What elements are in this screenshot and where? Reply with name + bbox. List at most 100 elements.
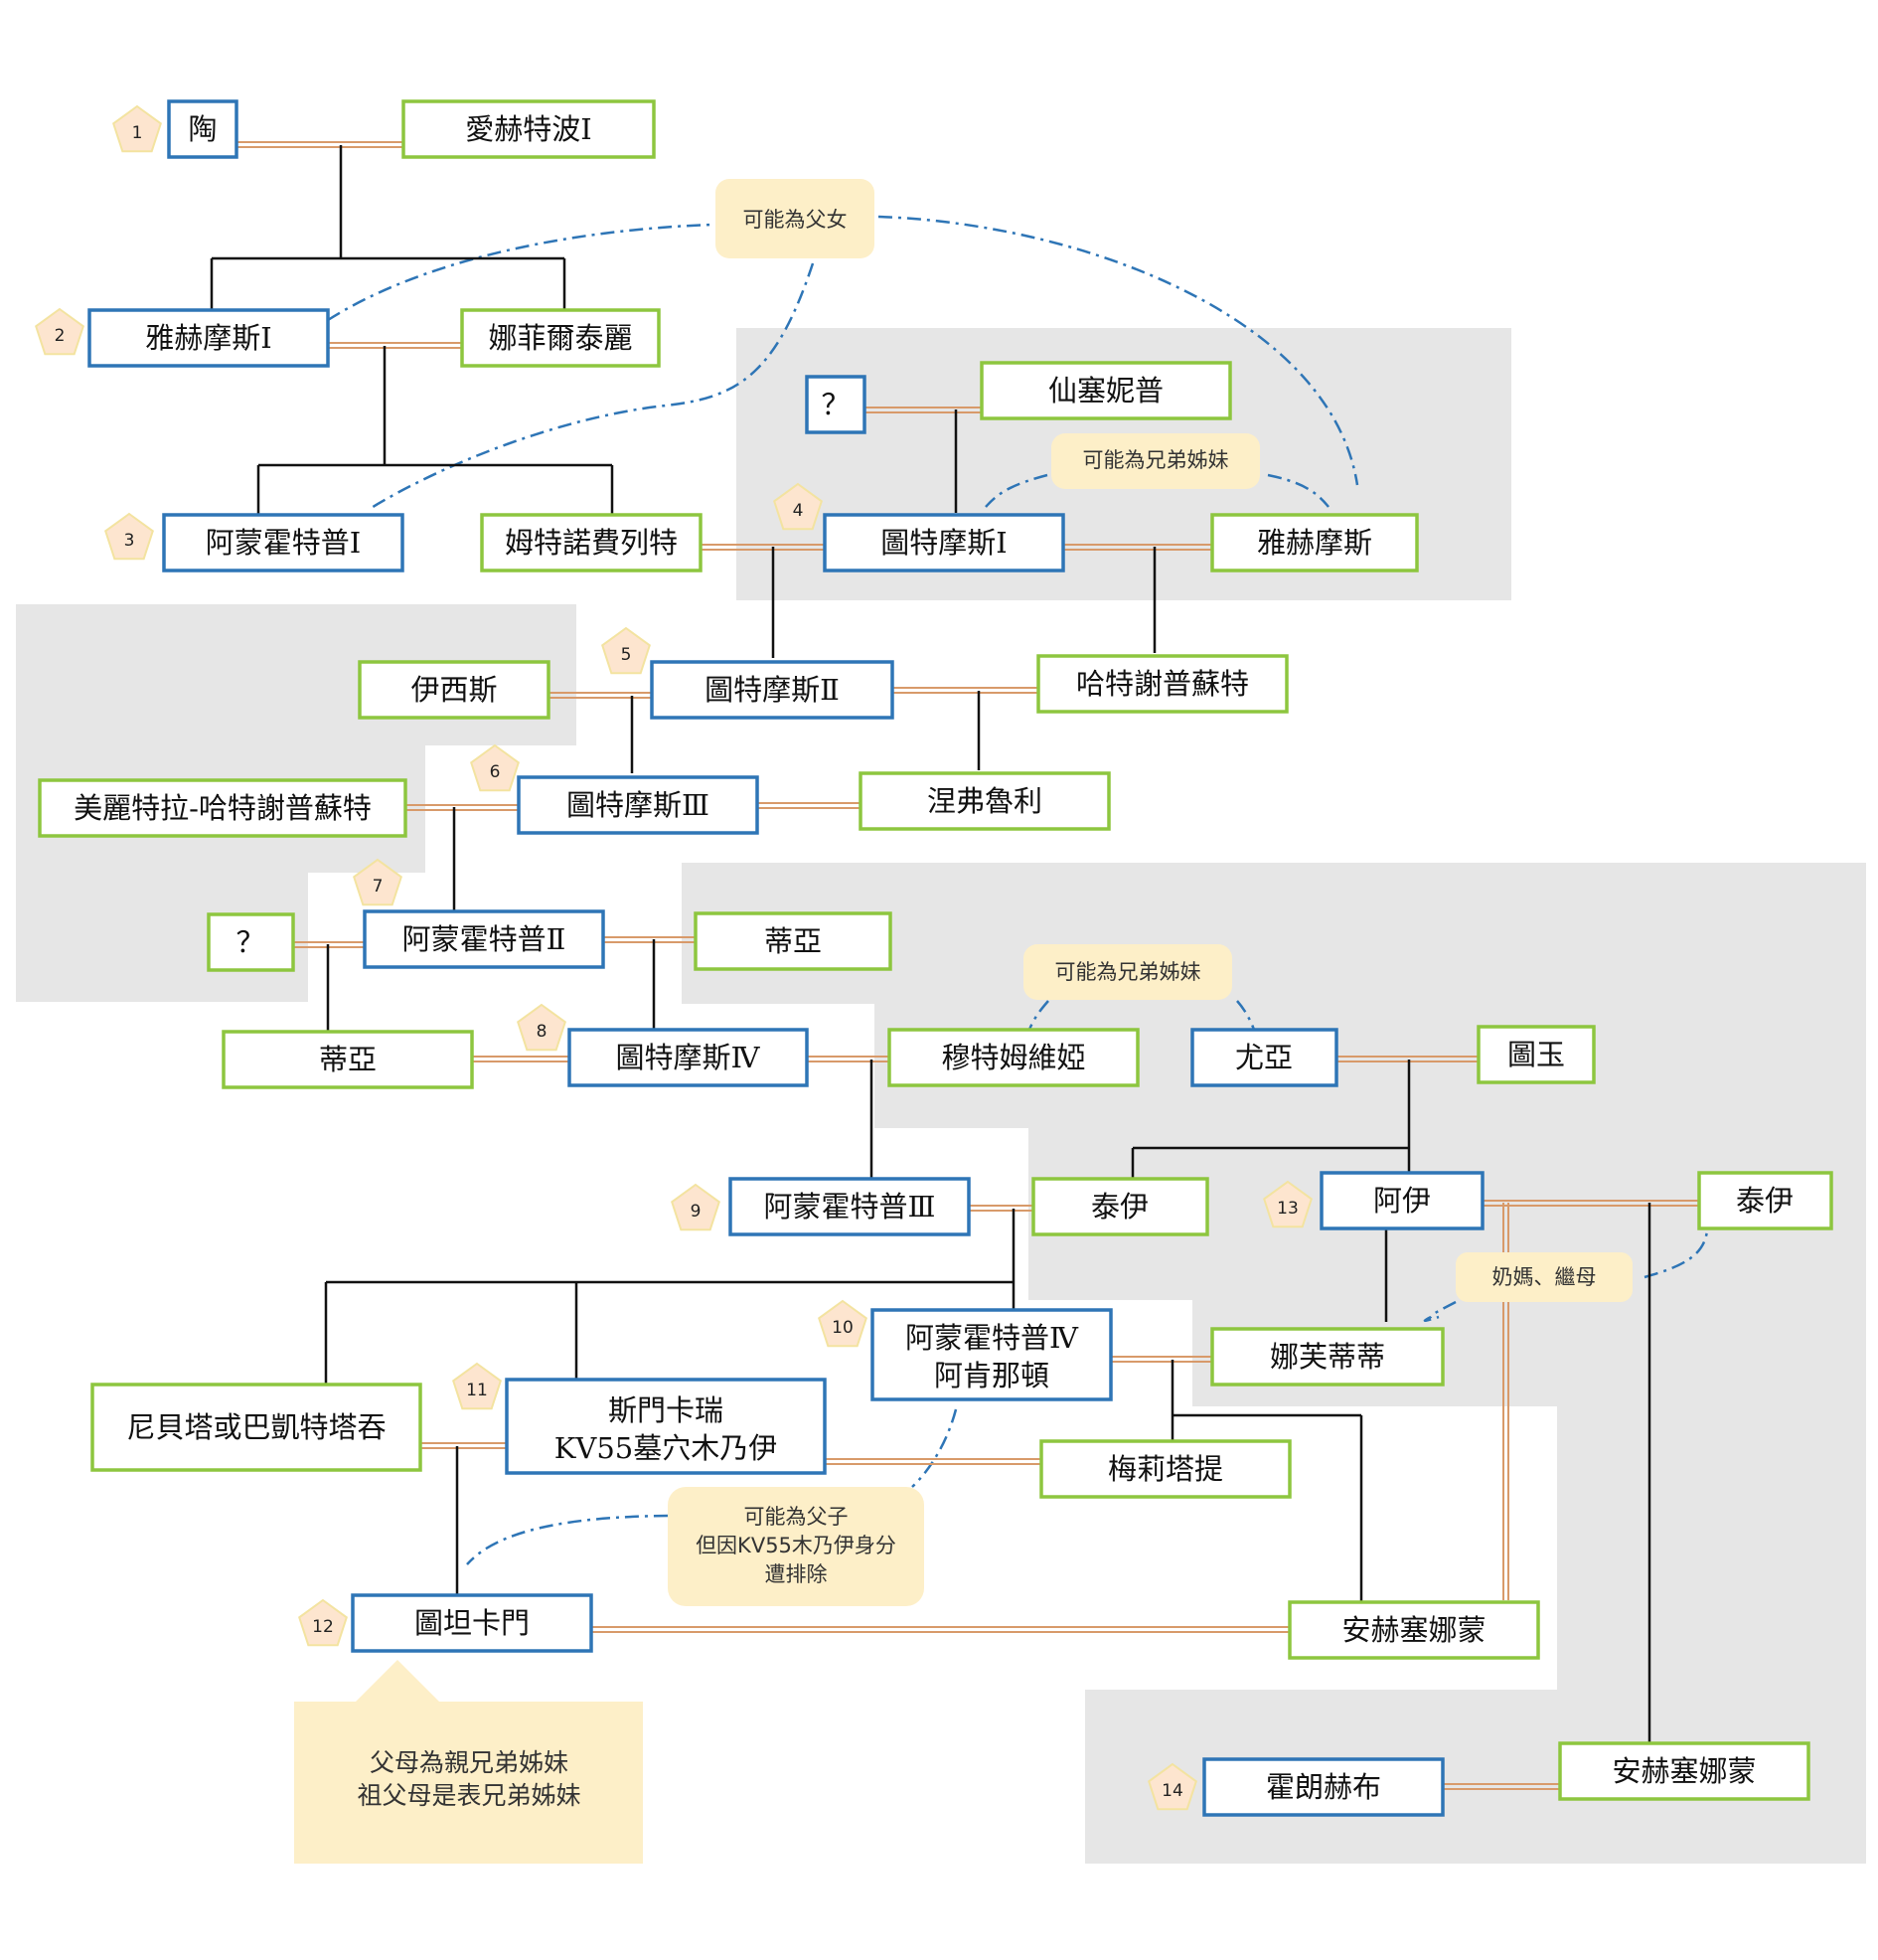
marriage-tiaa2-thutmose4 (472, 1056, 569, 1062)
badge-number: 2 (55, 326, 66, 346)
note-father-daughter-text: 可能為父女 (743, 208, 848, 232)
badge-number: 5 (621, 645, 632, 665)
marriage-horemheb-mutnodjmet (1443, 1783, 1560, 1790)
note-father-son-line3: 遭排除 (765, 1562, 828, 1586)
badge-5: 5 (601, 626, 651, 675)
marriage-tutankhamun-ankhesenamun (591, 1626, 1290, 1633)
marriage-unknown1-seniseneb (864, 407, 982, 413)
person-unknown1-name: ？ (821, 388, 850, 421)
person-tao-name: 陶 (188, 112, 217, 146)
person-ahmose1-name: 雅赫摩斯Ⅰ (145, 321, 271, 355)
descent-gen2 (256, 346, 614, 515)
badge-pentagon (35, 307, 84, 356)
person-hatshepsut-name: 哈特謝普蘇特 (1076, 667, 1249, 701)
person-seniseneb: 仙塞妮普 (980, 361, 1232, 420)
person-ahhotep1-name: 愛赫特波Ⅰ (465, 112, 591, 146)
badge-10: 10 (818, 1299, 867, 1348)
badge-14: 14 (1148, 1762, 1197, 1811)
marriage-amenhotep3-tiye (969, 1205, 1033, 1212)
person-unknown1: ？ (805, 375, 866, 434)
person-thutmose2: 圖特摩斯Ⅱ (650, 660, 894, 720)
person-horemheb: 霍朗赫布 (1202, 1757, 1445, 1817)
descent-tiye (324, 1209, 1016, 1385)
marriage-thutmose2-hatshepsut (892, 687, 1038, 694)
note-siblings-b-text: 可能為兄弟姊妹 (1055, 960, 1201, 984)
badge-number: 14 (1162, 1781, 1183, 1801)
person-mutnodjmet-name: 安赫塞娜蒙 (1612, 1754, 1756, 1788)
person-mutemwiya: 穆特姆維婭 (887, 1028, 1140, 1087)
link-note-amenhotep1 (369, 262, 815, 511)
person-nefertiti: 娜芙蒂蒂 (1210, 1327, 1445, 1387)
person-smenkhkare: 斯門卡瑞 KV55墓穴木乃伊 (505, 1378, 827, 1475)
person-tiaa2: 蒂亞 (222, 1030, 474, 1089)
descent-lines (210, 145, 1651, 1743)
person-amenhotep3-name: 阿蒙霍特普Ⅲ (764, 1190, 936, 1224)
badge-12: 12 (298, 1598, 348, 1647)
note-siblings-a: 可能為兄弟姊妹 (1051, 433, 1260, 489)
marriage-yuya-tjuyu (1336, 1056, 1479, 1062)
link-note-ahmose (877, 215, 1359, 486)
person-ahmose: 雅赫摩斯 (1210, 513, 1419, 572)
person-thutmose1: 圖特摩斯Ⅰ (823, 513, 1065, 572)
badge-pentagon (353, 858, 402, 906)
marriage-meritre-thutmose3 (405, 804, 519, 811)
note-tut-parents: 父母為親兄弟姊妹 祖父母是表兄弟姊妹 (294, 1660, 643, 1864)
person-ahmose-name: 雅赫摩斯 (1257, 526, 1372, 560)
badge-pentagon (818, 1299, 867, 1348)
badge-number: 13 (1277, 1199, 1299, 1219)
person-hatshepsut: 哈特謝普蘇特 (1036, 654, 1289, 714)
person-smenkhkare-name-1: 斯門卡瑞 (608, 1393, 723, 1427)
marriage-ahmose1-nefertari (328, 342, 462, 349)
person-seniseneb-name: 仙塞妮普 (1048, 374, 1164, 408)
person-meritaten-name: 梅莉塔提 (1108, 1452, 1223, 1486)
badge-number: 12 (312, 1617, 334, 1637)
note-tut-parents-line2: 祖父母是表兄弟姊妹 (357, 1781, 580, 1810)
person-horemheb-name: 霍朗赫布 (1266, 1770, 1381, 1804)
descent-nefertiti (1171, 1360, 1363, 1602)
badge-number: 11 (466, 1381, 488, 1400)
person-meritaten: 梅莉塔提 (1039, 1439, 1292, 1499)
badge-9: 9 (671, 1183, 720, 1231)
marriage-smenkhkare-meritaten (825, 1458, 1041, 1465)
person-amenhotep2-name: 阿蒙霍特普Ⅱ (402, 922, 566, 956)
person-tiye: 泰伊 (1031, 1177, 1209, 1236)
person-neferure: 涅弗魯利 (859, 771, 1111, 831)
badge-2: 2 (35, 307, 84, 356)
badge-7: 7 (353, 858, 402, 906)
person-thutmose4: 圖特摩斯Ⅳ (567, 1028, 809, 1087)
person-akhenaten-name-2: 阿肯那頓 (934, 1359, 1049, 1392)
link-fatherson-left (466, 1514, 669, 1565)
person-akhenaten: 阿蒙霍特普Ⅳ 阿肯那頓 (870, 1308, 1113, 1401)
badge-4: 4 (773, 482, 823, 531)
marriage-tao-ahhotep1 (236, 141, 403, 148)
person-tao: 陶 (167, 99, 238, 159)
person-nefertari-name: 娜菲爾泰麗 (488, 321, 632, 355)
person-tey-name: 泰伊 (1736, 1184, 1794, 1218)
badge-pentagon (452, 1362, 502, 1410)
person-thutmose2-name: 圖特摩斯Ⅱ (704, 673, 840, 707)
person-nebetah: 尼貝塔或巴凱特塔吞 (90, 1383, 422, 1472)
person-ahmose1: 雅赫摩斯Ⅰ (87, 308, 330, 368)
person-tiaa2-name: 蒂亞 (319, 1043, 377, 1076)
person-yuya-name: 尤亞 (1235, 1041, 1293, 1074)
link-fatherson-top (911, 1408, 958, 1488)
dashed-links (327, 215, 1709, 1565)
person-thutmose4-name: 圖特摩斯Ⅳ (616, 1041, 761, 1074)
link-nurse-left (1423, 1300, 1457, 1322)
person-yuya: 尤亞 (1190, 1028, 1338, 1087)
badge-number: 10 (832, 1318, 854, 1338)
link-siblings-b-left (1027, 1000, 1049, 1031)
badge-number: 9 (691, 1202, 702, 1222)
person-akhenaten-name-1: 阿蒙霍特普Ⅳ (905, 1321, 1079, 1355)
note-father-son: 可能為父子 但因KV55木乃伊身分 遭排除 (668, 1487, 924, 1606)
person-neferure-name: 涅弗魯利 (927, 784, 1042, 818)
marriage-amenhotep2-tiaa1 (603, 936, 696, 943)
person-mutemwiya-name: 穆特姆維婭 (941, 1041, 1085, 1074)
badge-number: 8 (537, 1022, 548, 1042)
person-thutmose1-name: 圖特摩斯Ⅰ (880, 526, 1007, 560)
person-nefertari: 娜菲爾泰麗 (460, 308, 661, 368)
person-nefertiti-name: 娜芙蒂蒂 (1270, 1340, 1385, 1374)
person-meritre-name: 美麗特拉-哈特謝普蘇特 (74, 791, 372, 825)
